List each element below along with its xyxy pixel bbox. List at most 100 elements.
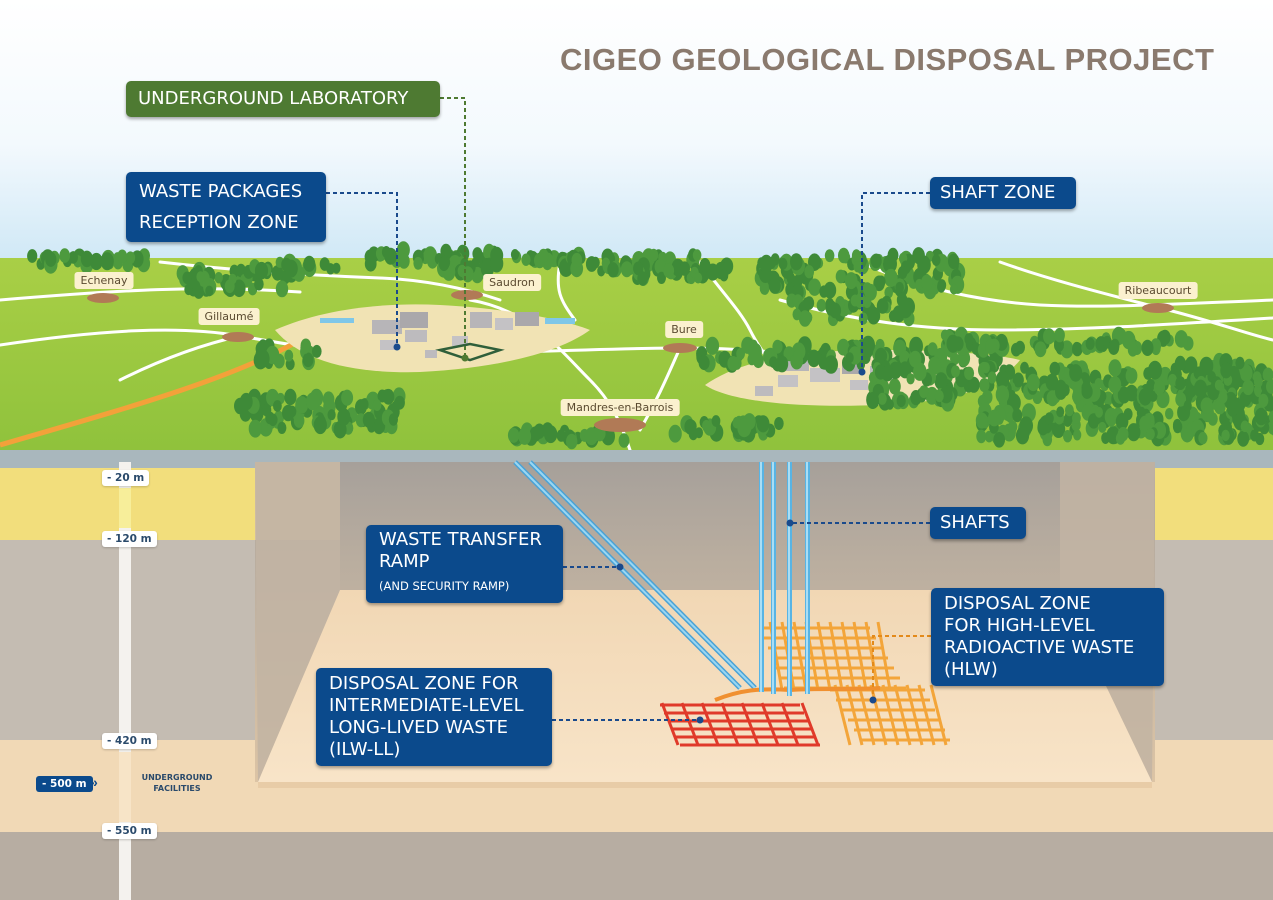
tree: [258, 339, 268, 351]
hlw-cell: [929, 684, 948, 746]
tree: [819, 285, 829, 298]
tree: [1218, 391, 1228, 404]
tree: [313, 416, 327, 435]
tree: [275, 280, 289, 298]
tree: [394, 395, 405, 410]
tree: [663, 263, 675, 279]
tree: [912, 247, 925, 265]
label-line: DISPOSAL ZONE FOR: [329, 673, 519, 694]
tree: [1146, 378, 1156, 391]
tree: [372, 399, 382, 411]
tree: [774, 417, 784, 430]
tree: [510, 249, 520, 260]
tree: [937, 279, 947, 292]
stratum-deep: [0, 832, 1273, 900]
tree: [897, 266, 908, 279]
village-label-gillaume: Gillaumé: [198, 308, 260, 325]
tree: [809, 355, 818, 367]
tree: [268, 413, 278, 427]
tree: [1153, 379, 1165, 396]
tree: [1175, 392, 1187, 407]
tree: [1159, 329, 1171, 345]
village-label-mandres: Mandres-en-Barrois: [560, 399, 680, 416]
tree: [302, 352, 314, 368]
tree: [637, 271, 648, 286]
tree: [620, 261, 633, 278]
tree: [1098, 421, 1107, 433]
tree: [326, 263, 335, 275]
ilw-cell: [740, 702, 760, 746]
tree: [1026, 373, 1040, 392]
tree: [934, 390, 944, 403]
tree: [824, 355, 838, 374]
tree: [438, 256, 450, 271]
tree: [870, 253, 882, 269]
tree: [858, 312, 868, 325]
tree: [1199, 356, 1214, 376]
tree: [423, 246, 437, 265]
tree: [654, 258, 666, 275]
tree: [988, 409, 1001, 427]
tree: [838, 247, 850, 264]
cutaway-floor-edge: [258, 782, 1152, 788]
tree: [1174, 330, 1188, 348]
tree: [657, 271, 666, 284]
hlw-cell: [893, 684, 912, 746]
tree: [1242, 379, 1254, 396]
tree: [590, 257, 599, 269]
tree: [184, 283, 193, 296]
tree: [829, 302, 842, 319]
tree: [303, 255, 316, 272]
tree: [768, 277, 781, 294]
label-line: INTERMEDIATE-LEVEL: [329, 695, 524, 716]
tree: [719, 269, 729, 282]
tree: [205, 285, 214, 297]
hlw-cell: [845, 684, 864, 746]
tree: [1174, 355, 1186, 371]
label-hlw: DISPOSAL ZONE FOR HIGH-LEVEL RADIOACTIVE…: [931, 588, 1164, 686]
label-line: SHAFTS: [940, 512, 1010, 533]
tree: [1072, 389, 1082, 404]
tree: [1146, 428, 1155, 440]
tree: [1081, 384, 1093, 399]
ilw-cell: [680, 702, 700, 746]
tree: [1220, 362, 1233, 379]
forests: [27, 241, 1273, 450]
tree: [861, 335, 875, 355]
tree: [284, 388, 297, 406]
tree: [1235, 356, 1245, 370]
tree: [1037, 418, 1047, 431]
village-label-bure: Bure: [665, 321, 703, 338]
tree: [949, 283, 958, 295]
hlw-cell: [840, 621, 856, 691]
depth-marker-120: - 120 m: [102, 531, 157, 547]
tree: [698, 355, 710, 371]
tree: [1108, 376, 1122, 394]
tree: [692, 249, 702, 261]
tree: [277, 421, 287, 434]
tree: [284, 349, 294, 362]
tree: [985, 338, 997, 355]
leader-dot-ramp: [616, 563, 624, 571]
tree: [778, 257, 788, 270]
tree: [1117, 426, 1129, 442]
tree: [699, 258, 711, 273]
tree: [282, 404, 295, 422]
tree: [1139, 415, 1151, 431]
tree: [293, 413, 305, 428]
tree: [248, 419, 262, 438]
tree: [224, 279, 235, 294]
tree: [521, 253, 531, 266]
label-line: FACILITIES: [153, 784, 201, 793]
tree: [887, 247, 899, 263]
tree: [362, 411, 375, 428]
tree: [255, 349, 270, 369]
label-line: RECEPTION ZONE: [139, 212, 299, 233]
tree: [895, 281, 904, 294]
tree: [1240, 420, 1250, 433]
tree: [649, 248, 659, 262]
tree: [300, 341, 310, 354]
tree: [736, 347, 745, 360]
underground-facilities-label: UNDERGROUND FACILITIES: [132, 772, 222, 794]
tree: [808, 278, 821, 296]
